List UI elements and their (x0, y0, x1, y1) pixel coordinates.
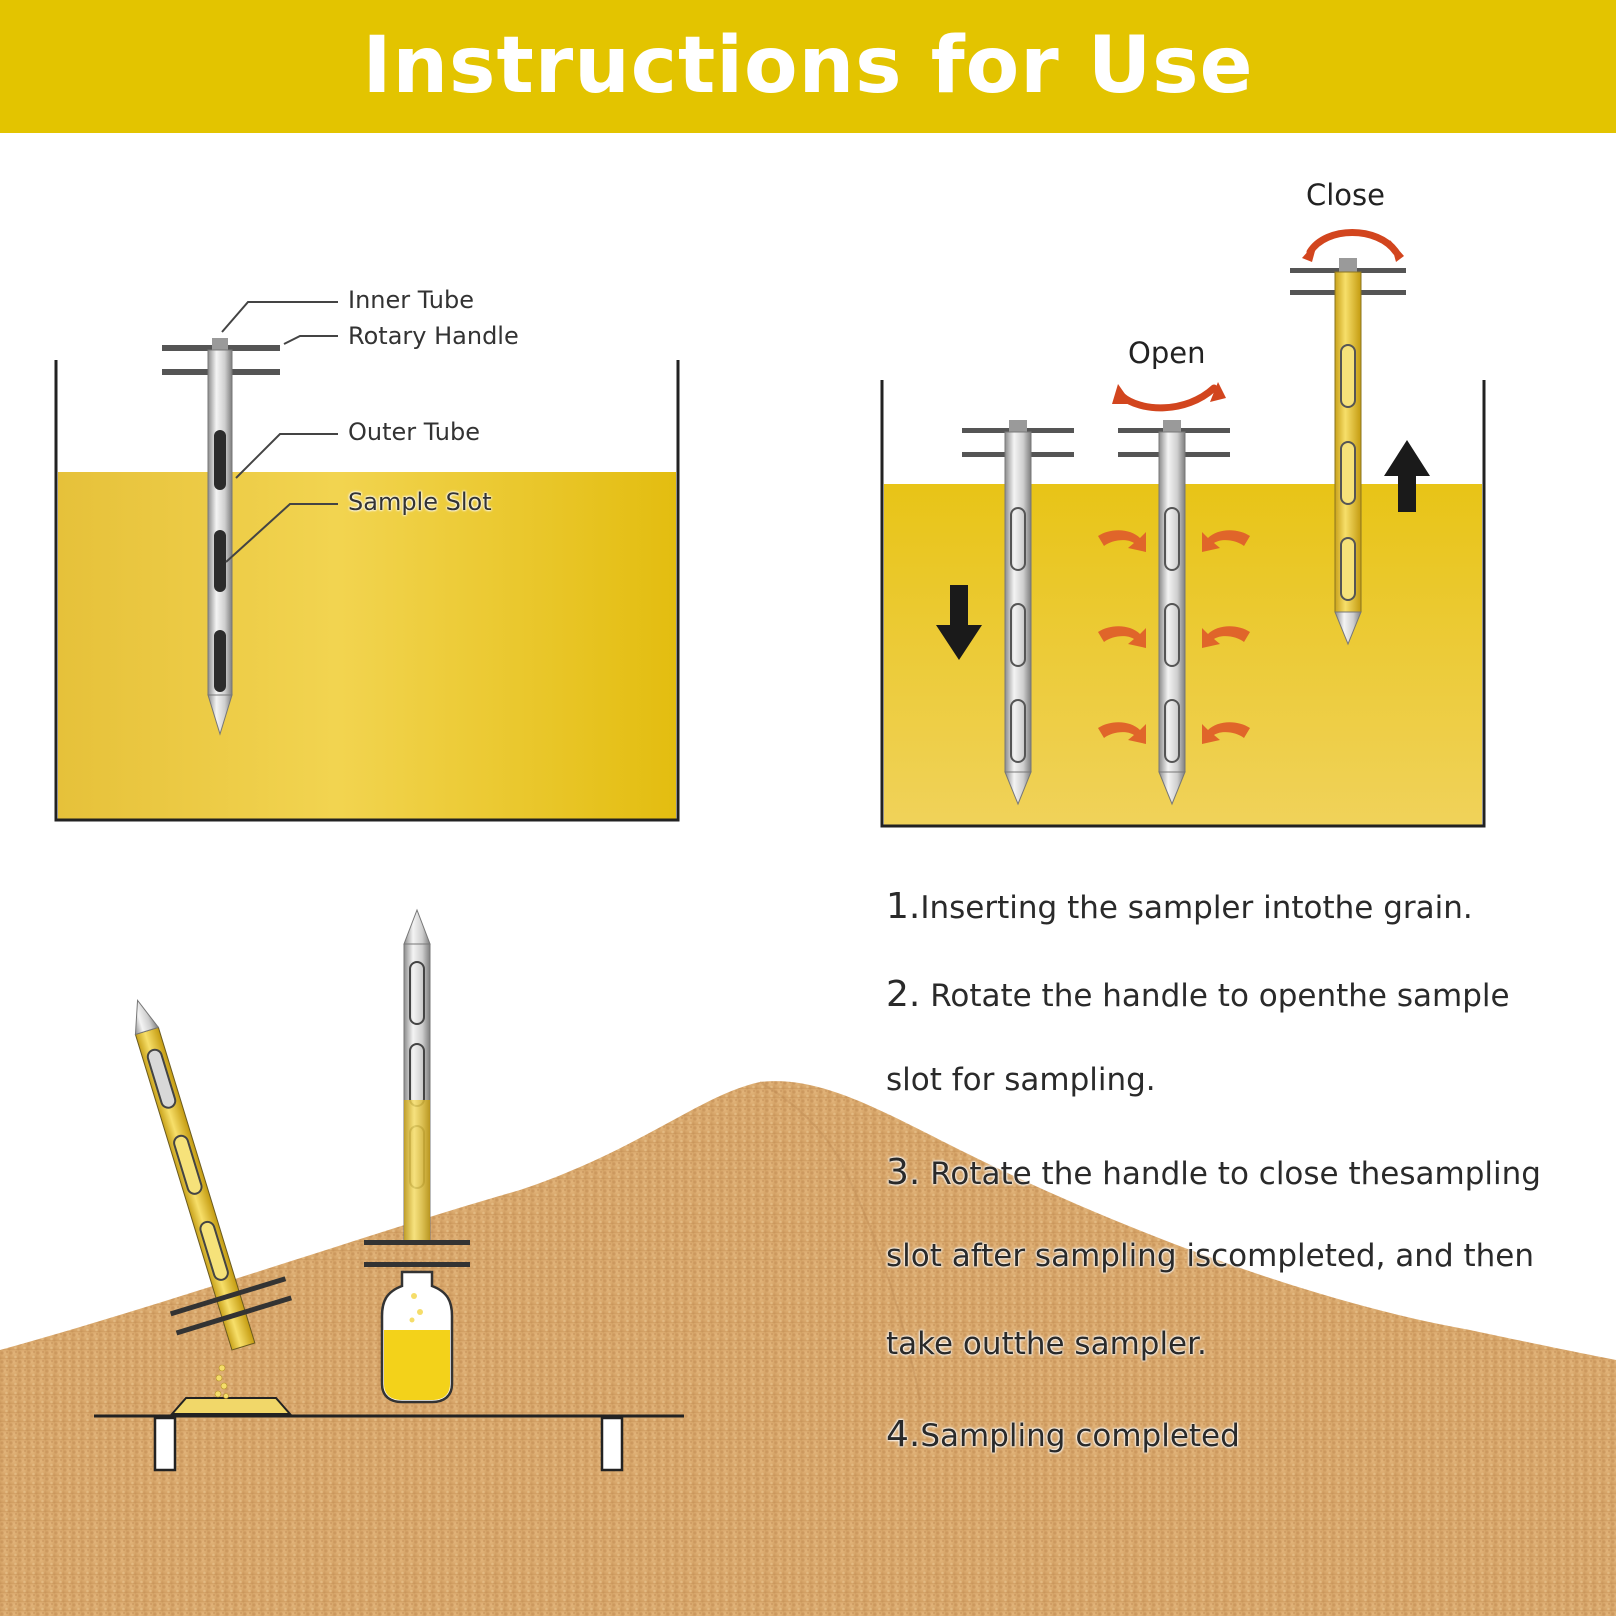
step-2-text-line-1: Rotate the handle to openthe sample (920, 978, 1510, 1014)
title-banner (0, 0, 1616, 133)
step-4-text: Sampling completed (920, 1418, 1240, 1454)
panel-1-labelled-sampler (54, 301, 680, 822)
step-2-text-line-2: slot for sampling. (886, 1062, 1156, 1098)
sample-slot-label: Sample Slot (348, 488, 492, 516)
step-1: 1.Inserting the sampler intothe grain. (886, 886, 1473, 927)
step-1-text: Inserting the sampler intothe grain. (920, 890, 1473, 926)
step-2-number: 2. (886, 974, 921, 1015)
step-2: 2. Rotate the handle to openthe sample (886, 974, 1510, 1015)
step-4-number: 4. (886, 1414, 921, 1455)
step-3: 3. Rotate the handle to close thesamplin… (886, 1152, 1541, 1193)
step-4: 4.Sampling completed (886, 1414, 1240, 1455)
close-label: Close (1306, 178, 1385, 212)
panel-3-emptying-sampler (94, 908, 684, 1472)
step-3-text-line-3: take outthe sampler. (886, 1326, 1207, 1362)
inner-tube-label: Inner Tube (348, 286, 474, 314)
step-3-continued-2: take outthe sampler. (886, 1326, 1207, 1362)
step-2-continued: slot for sampling. (886, 1062, 1156, 1098)
panel-2-open-close (880, 229, 1486, 828)
illustration (0, 229, 1616, 1616)
step-3-number: 3. (886, 1152, 921, 1193)
step-1-number: 1. (886, 886, 921, 927)
rotary-handle-label: Rotary Handle (348, 322, 519, 350)
outer-tube-label: Outer Tube (348, 418, 480, 446)
step-3-text-line-1: Rotate the handle to close thesampling (920, 1156, 1541, 1192)
grain-pile (0, 1081, 1616, 1616)
step-3-continued-1: slot after sampling iscompleted, and the… (886, 1238, 1534, 1274)
open-label: Open (1128, 336, 1206, 370)
page-title: Instructions for Use (362, 21, 1254, 111)
step-3-text-line-2: slot after sampling iscompleted, and the… (886, 1238, 1535, 1274)
